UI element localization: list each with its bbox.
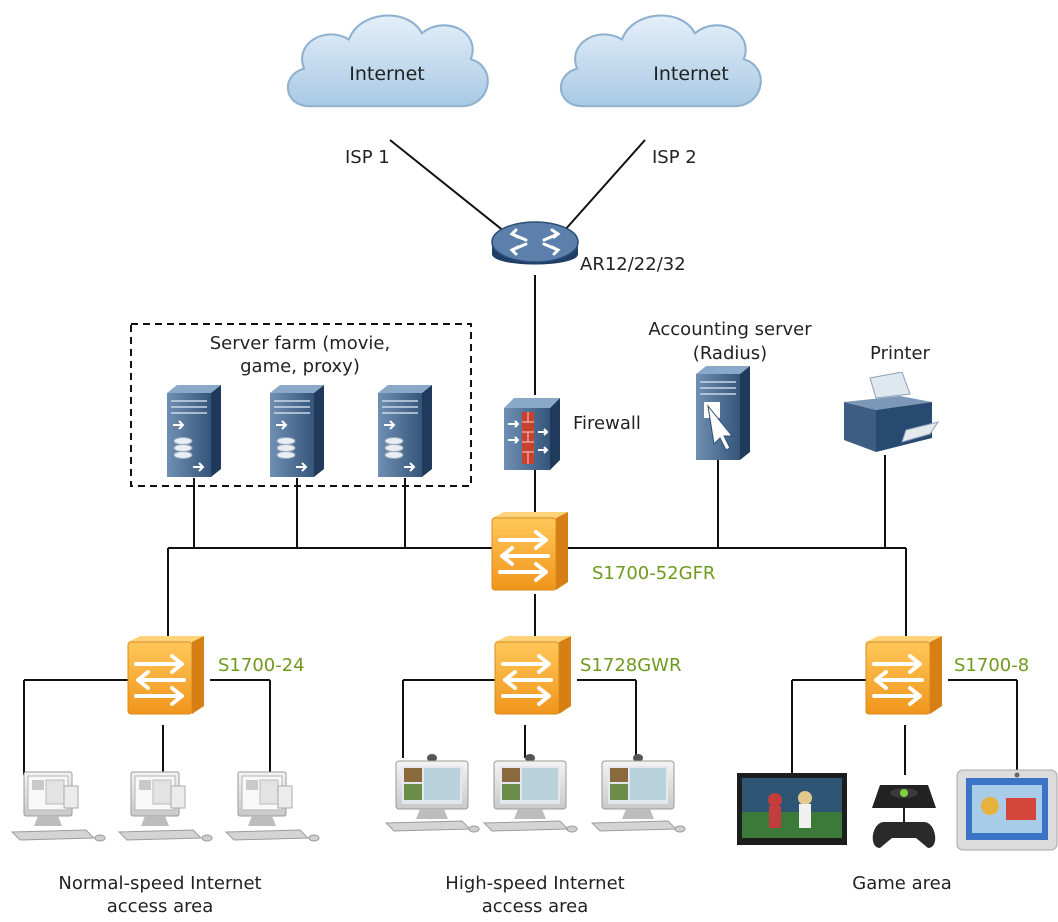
game-area-label: Game area <box>852 873 952 894</box>
router-label: AR12/22/32 <box>580 254 686 275</box>
printer-label: Printer <box>870 343 930 364</box>
isp-label-2: ISP 2 <box>652 147 697 168</box>
kiosk-monitor-icon <box>956 769 1058 851</box>
switch-icon-left <box>126 636 206 716</box>
isp-label-1: ISP 1 <box>345 147 390 168</box>
right-switch-label: S1700-8 <box>954 655 1030 676</box>
switch-icon-right <box>864 636 944 716</box>
server-farm-title-line2: game, proxy) <box>240 356 360 377</box>
database-server-icon <box>269 385 325 478</box>
game-console-icon <box>872 785 936 848</box>
accounting-server-label-line2: (Radius) <box>692 343 768 364</box>
pc-icon <box>385 753 480 833</box>
firewall-icon <box>503 398 561 471</box>
switch-icon-core <box>490 512 570 592</box>
core-switch-label: S1700-52GFR <box>592 563 716 584</box>
internet-label-1: Internet <box>349 63 425 85</box>
internet-cloud-1 <box>286 14 489 108</box>
pc-icon <box>118 771 213 842</box>
pc-icon <box>225 771 320 842</box>
left-switch-label: S1700-24 <box>218 655 305 676</box>
accounting-server-label-line1: Accounting server <box>648 319 812 340</box>
router-icon <box>490 220 580 266</box>
switch-icon-middle <box>493 636 573 716</box>
pc-icon <box>591 753 686 833</box>
firewall-label: Firewall <box>573 413 641 434</box>
database-server-icon <box>166 385 222 478</box>
normal-area-label-line1: Normal-speed Internet <box>58 873 262 894</box>
middle-switch-label: S1728GWR <box>580 655 682 676</box>
normal-area-label-line2: access area <box>106 896 214 917</box>
printer-icon <box>843 372 939 453</box>
pc-icon <box>11 771 106 842</box>
database-server-icon <box>377 385 433 478</box>
high-area-label-line1: High-speed Internet <box>445 873 625 894</box>
accounting-server-icon <box>695 366 751 461</box>
pc-icon <box>483 753 578 833</box>
internet-label-2: Internet <box>653 63 729 85</box>
high-area-label-line2: access area <box>481 896 589 917</box>
internet-cloud-2 <box>559 14 762 108</box>
tv-icon <box>737 773 847 845</box>
server-farm-box <box>130 323 472 487</box>
server-farm-title-line1: Server farm (movie, <box>209 333 391 354</box>
